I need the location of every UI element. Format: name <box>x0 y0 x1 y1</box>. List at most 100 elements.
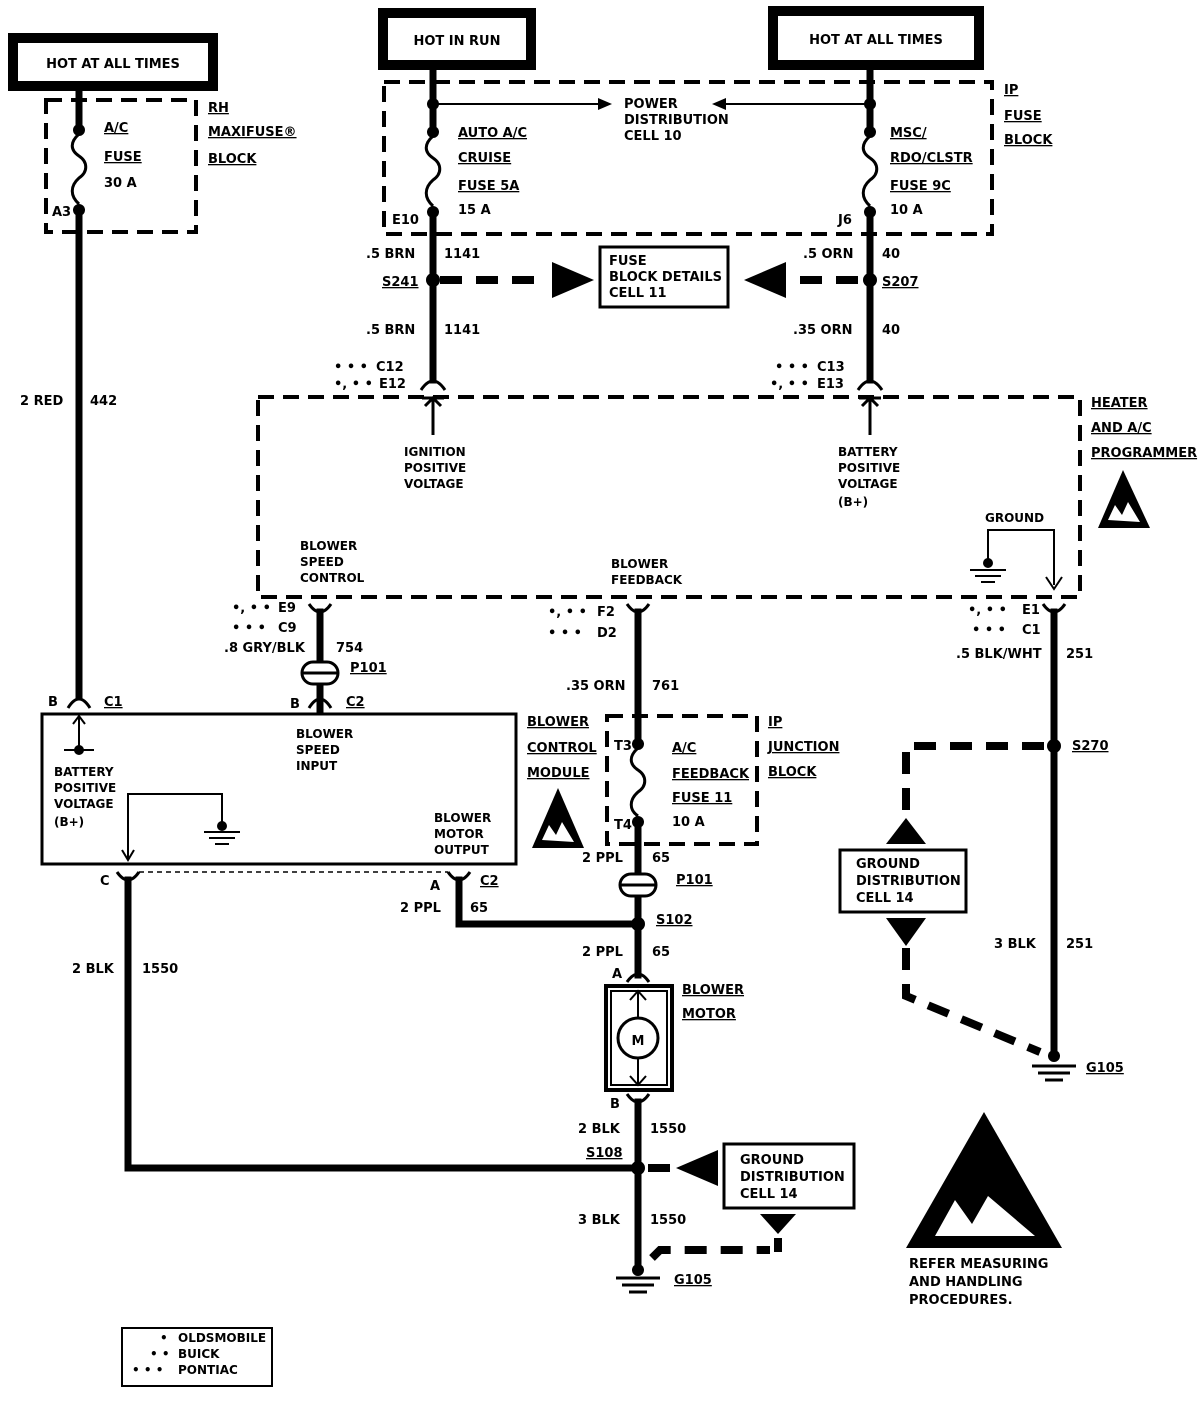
svg-text:251: 251 <box>1066 647 1093 662</box>
svg-text:E1: E1 <box>1022 603 1040 618</box>
svg-text:CONTROL: CONTROL <box>300 571 365 585</box>
connector-e1-c1: •, • • E1 • • • C1 <box>968 603 1067 638</box>
svg-text:40: 40 <box>882 247 900 262</box>
svg-text:• • •: • • • <box>972 623 1006 638</box>
esd-handling-warning: REFER MEASURING AND HANDLING PROCEDURES. <box>906 1112 1062 1308</box>
svg-text:G105: G105 <box>1086 1061 1124 1076</box>
svg-text:SPEED: SPEED <box>300 555 344 569</box>
svg-text:AND A/C: AND A/C <box>1091 421 1152 436</box>
svg-text:OUTPUT: OUTPUT <box>434 843 490 857</box>
svg-text:AND HANDLING: AND HANDLING <box>909 1275 1023 1290</box>
svg-text:INPUT: INPUT <box>296 759 338 773</box>
svg-text:F2: F2 <box>597 605 615 620</box>
svg-text:30 A: 30 A <box>104 176 137 191</box>
svg-text:MODULE: MODULE <box>527 766 590 781</box>
svg-text:PROCEDURES.: PROCEDURES. <box>909 1293 1013 1308</box>
svg-text:HEATER: HEATER <box>1091 396 1148 411</box>
ground-distribution-box-lower: GROUND DISTRIBUTION CELL 14 <box>722 1142 856 1210</box>
svg-text:B: B <box>610 1097 620 1112</box>
svg-text:•, • •: •, • • <box>968 603 1007 618</box>
svg-text:BLOWER: BLOWER <box>300 539 357 553</box>
svg-text:2 BLK: 2 BLK <box>578 1122 621 1137</box>
svg-text:65: 65 <box>652 945 670 960</box>
svg-text:T4: T4 <box>614 818 632 833</box>
svg-text:754: 754 <box>336 641 363 656</box>
hot-right-label: HOT AT ALL TIMES <box>809 33 943 48</box>
svg-text:FUSE: FUSE <box>104 150 142 165</box>
esd-warning-icon-module <box>532 788 584 848</box>
svg-text:E9: E9 <box>278 601 296 616</box>
svg-text:POSITIVE: POSITIVE <box>404 461 466 475</box>
svg-text:• • •: • • • <box>775 360 809 375</box>
hot-at-all-times-right-box: HOT AT ALL TIMES <box>768 6 984 70</box>
pin-j6: J6 <box>837 213 852 228</box>
svg-text:C1: C1 <box>1022 623 1041 638</box>
svg-text:C9: C9 <box>278 621 297 636</box>
svg-text:• • •: • • • <box>548 626 582 641</box>
svg-text:E12: E12 <box>379 377 406 392</box>
legend-buick: BUICK <box>178 1347 220 1361</box>
svg-text:FUSE: FUSE <box>609 254 647 269</box>
svg-text:RH: RH <box>208 101 229 116</box>
svg-text:CELL 10: CELL 10 <box>624 129 682 144</box>
svg-text:C1: C1 <box>104 695 123 710</box>
svg-text:GROUND: GROUND <box>985 511 1044 525</box>
svg-text:•, • •: •, • • <box>548 605 587 620</box>
svg-text:IGNITION: IGNITION <box>404 445 466 459</box>
hot-in-run-box: HOT IN RUN <box>378 8 536 70</box>
svg-text:VOLTAGE: VOLTAGE <box>54 797 114 811</box>
svg-text:.8 GRY/BLK: .8 GRY/BLK <box>224 641 306 656</box>
svg-text:BLOCK: BLOCK <box>1004 133 1053 148</box>
svg-text:MAXIFUSE®: MAXIFUSE® <box>208 125 297 140</box>
svg-text:•, • •: •, • • <box>232 601 271 616</box>
svg-text:3 BLK: 3 BLK <box>994 937 1037 952</box>
svg-text:•: • <box>160 1331 168 1345</box>
svg-text:65: 65 <box>652 851 670 866</box>
svg-text:T3: T3 <box>614 739 632 754</box>
svg-text:10 A: 10 A <box>672 815 705 830</box>
svg-text:PROGRAMMER: PROGRAMMER <box>1091 446 1197 461</box>
blower-motor: A M BLOWER MOTOR B <box>604 967 744 1112</box>
svg-text:C: C <box>100 874 110 889</box>
svg-text:.5 BRN: .5 BRN <box>366 247 415 262</box>
svg-text:FUSE: FUSE <box>1004 109 1042 124</box>
svg-text:B: B <box>48 695 58 710</box>
svg-text:POSITIVE: POSITIVE <box>54 781 116 795</box>
svg-text:• • •: • • • <box>232 621 266 636</box>
programmer-ground-symbol <box>970 529 1063 591</box>
legend-oldsmobile: OLDSMOBILE <box>178 1331 266 1345</box>
blower-control-module: B C1 B C2 BATTERY POSITIVE VOLTAGE (B+) … <box>40 695 597 894</box>
splice-s241 <box>426 273 440 287</box>
svg-text:.5 BLK/WHT: .5 BLK/WHT <box>956 647 1042 662</box>
svg-text:.5 ORN: .5 ORN <box>803 247 853 262</box>
svg-text:MOTOR: MOTOR <box>682 1007 736 1022</box>
svg-text:DISTRIBUTION: DISTRIBUTION <box>856 874 961 889</box>
pin-a3: A3 <box>52 205 71 220</box>
svg-text:RDO/CLSTR: RDO/CLSTR <box>890 151 973 166</box>
svg-text:P101: P101 <box>350 661 387 676</box>
splice-s270 <box>1047 739 1061 753</box>
module-internal-ground <box>121 793 240 862</box>
splice-s102 <box>631 917 645 931</box>
svg-text:CRUISE: CRUISE <box>458 151 511 166</box>
ground-g105-upper: G105 <box>1032 1050 1124 1082</box>
svg-text:FUSE 5A: FUSE 5A <box>458 179 519 194</box>
wire-2-red-label: 2 RED <box>20 394 63 409</box>
ac-fuse-label: A/C <box>104 121 128 136</box>
svg-text:C13: C13 <box>817 360 845 375</box>
svg-text:(B+): (B+) <box>54 815 84 829</box>
svg-text:D2: D2 <box>597 626 617 641</box>
connector-e9-c9: •, • • E9 • • • C9 <box>232 601 333 636</box>
svg-text:3 BLK: 3 BLK <box>578 1213 621 1228</box>
svg-text:•, • •: •, • • <box>334 377 373 392</box>
svg-text:CELL 14: CELL 14 <box>856 891 914 906</box>
svg-text:• • •: • • • <box>132 1363 163 1377</box>
svg-text:S207: S207 <box>882 275 919 290</box>
heater-ac-programmer: HEATER AND A/C PROGRAMMER IGNITION POSIT… <box>256 395 1197 599</box>
svg-text:FEEDBACK: FEEDBACK <box>611 573 683 587</box>
svg-text:2 BLK: 2 BLK <box>72 962 115 977</box>
svg-text:BLOWER: BLOWER <box>611 557 668 571</box>
svg-text:SPEED: SPEED <box>296 743 340 757</box>
hot-run-label: HOT IN RUN <box>413 34 500 49</box>
svg-text:BATTERY: BATTERY <box>838 445 898 459</box>
